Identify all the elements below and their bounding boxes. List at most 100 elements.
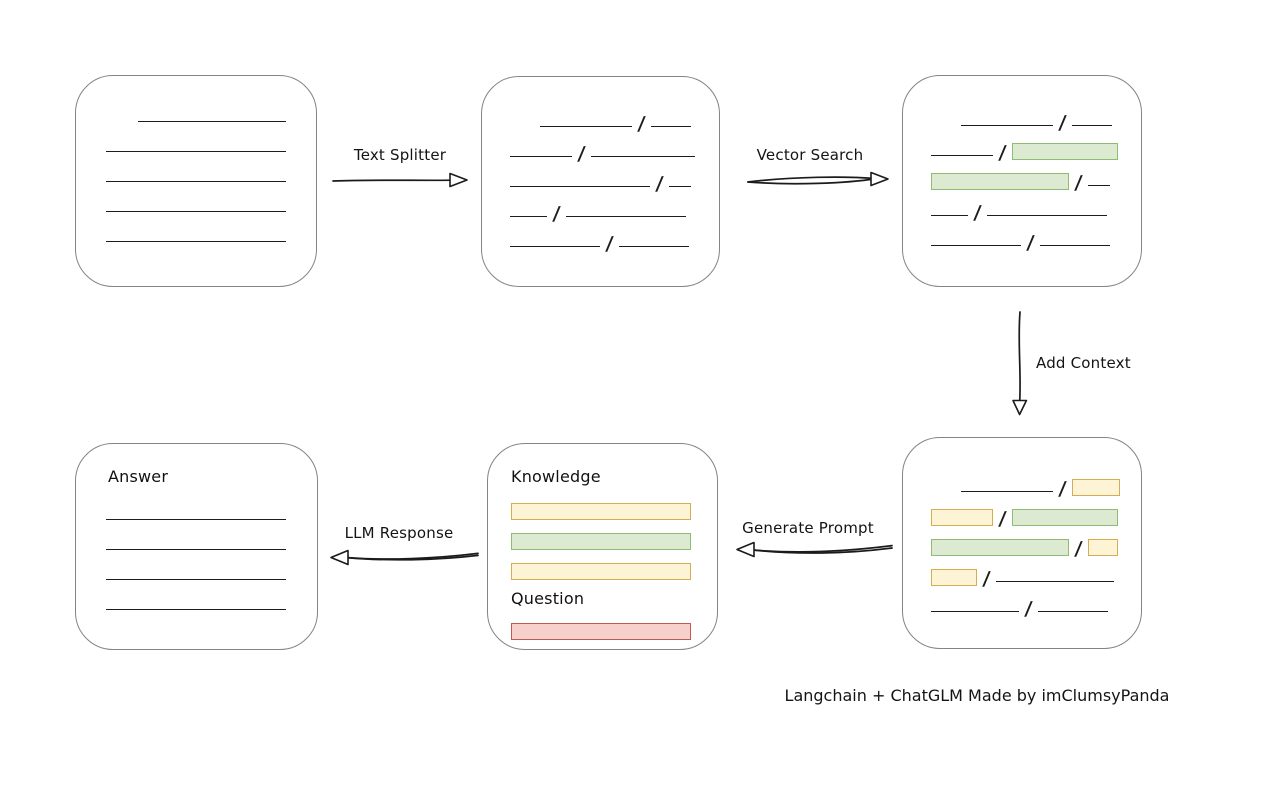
chunk-row — [106, 486, 317, 520]
text-line — [931, 215, 968, 216]
text-line — [106, 579, 286, 580]
text-line — [668, 186, 691, 187]
chunk-row — [106, 152, 316, 182]
chunk-row — [106, 182, 316, 212]
llm-response-arrow — [330, 549, 479, 566]
chunk-row: / — [931, 582, 1141, 620]
chunk-row: Question — [511, 576, 717, 608]
text-line — [510, 186, 650, 187]
text-line — [510, 156, 572, 157]
text-chunks-box: ///// — [481, 76, 720, 287]
add-context-label: Add Context — [1036, 354, 1131, 372]
text-line — [106, 211, 286, 212]
generate-prompt-label: Generate Prompt — [742, 519, 874, 537]
text-line — [931, 155, 993, 156]
chunk-row — [511, 486, 717, 520]
source-document-rows — [76, 76, 316, 286]
text-line — [931, 611, 1019, 612]
text-line — [931, 245, 1021, 246]
chunk-row: Answer — [106, 450, 317, 486]
generate-prompt-arrow — [736, 541, 893, 558]
text-line — [961, 491, 1053, 492]
chunk-row — [106, 580, 317, 610]
text-line — [106, 151, 286, 152]
text-line — [1039, 245, 1110, 246]
vector-search-arrow — [747, 171, 889, 187]
answer-box: Answer — [75, 443, 318, 650]
green-highlight-bar — [931, 539, 1069, 556]
chunk-row — [106, 212, 316, 242]
source-document-box — [75, 75, 317, 287]
yellow-highlight-bar — [1087, 539, 1118, 556]
context-chunks-box: ///// — [902, 437, 1142, 649]
text-line — [1037, 611, 1108, 612]
chunk-row: / — [931, 186, 1141, 224]
chunk-row: / — [510, 127, 719, 165]
text-chunks-rows: ///// — [482, 77, 719, 286]
text-line — [565, 216, 686, 217]
chunk-row: / — [931, 552, 1141, 590]
text-line — [510, 216, 547, 217]
text-line — [995, 581, 1114, 582]
slash-separator: / — [1025, 231, 1036, 254]
chunk-row: / — [931, 96, 1141, 134]
vector-search-label: Vector Search — [756, 146, 864, 164]
chunk-row — [106, 122, 316, 152]
chunk-row: / — [931, 492, 1141, 530]
chunk-row: / — [931, 216, 1141, 254]
chunk-row — [106, 92, 316, 122]
text-splitter-label: Text Splitter — [353, 146, 447, 164]
chunk-row: / — [931, 462, 1141, 500]
text-line — [138, 121, 286, 122]
text-line — [540, 126, 632, 127]
yellow-highlight-bar — [931, 509, 993, 526]
green-highlight-bar — [931, 173, 1069, 190]
text-line — [590, 156, 695, 157]
yellow-highlight-bar — [511, 503, 691, 520]
yellow-highlight-bar — [1071, 479, 1120, 496]
add-context-arrow — [1012, 311, 1028, 416]
text-line — [1071, 125, 1112, 126]
yellow-highlight-bar — [511, 563, 691, 580]
chunk-row — [511, 546, 717, 580]
chunk-row: Knowledge — [511, 450, 717, 486]
chunk-row: / — [510, 217, 719, 255]
slash-separator: / — [1023, 597, 1034, 620]
context-chunks-rows: ///// — [903, 438, 1141, 648]
chunk-row: / — [510, 187, 719, 225]
chunk-row: / — [510, 97, 719, 135]
text-line — [961, 125, 1053, 126]
text-line — [106, 181, 286, 182]
search-results-box: ///// — [902, 75, 1142, 287]
yellow-highlight-bar — [931, 569, 977, 586]
text-line — [510, 246, 600, 247]
chunk-row: / — [931, 156, 1141, 194]
text-line — [106, 549, 286, 550]
text-line — [618, 246, 689, 247]
credit-caption: Langchain + ChatGLM Made by imClumsyPand… — [784, 686, 1170, 705]
text-line — [106, 519, 286, 520]
red-highlight-bar — [511, 623, 691, 640]
green-highlight-bar — [1011, 509, 1118, 526]
chunk-row — [511, 608, 717, 640]
chunk-row: / — [510, 157, 719, 195]
text-splitter-arrow — [332, 172, 468, 188]
green-highlight-bar — [511, 533, 691, 550]
question-label: Question — [511, 589, 585, 608]
chunk-row — [106, 550, 317, 580]
chunk-row: / — [931, 522, 1141, 560]
text-line — [650, 126, 691, 127]
chunk-row — [106, 520, 317, 550]
chunk-row — [511, 516, 717, 550]
knowledge-label: Knowledge — [511, 467, 601, 486]
answer-rows: Answer — [76, 444, 317, 649]
text-line — [1087, 185, 1110, 186]
search-results-rows: ///// — [903, 76, 1141, 286]
llm-response-label: LLM Response — [344, 524, 454, 542]
answer-label: Answer — [108, 467, 169, 486]
text-line — [986, 215, 1107, 216]
text-line — [106, 241, 286, 242]
